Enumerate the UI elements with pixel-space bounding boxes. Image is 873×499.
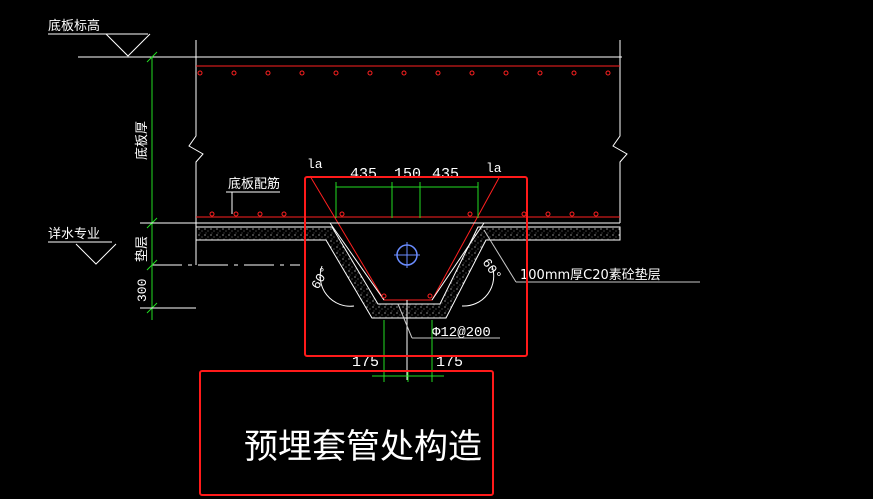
rebar-dot [605,70,611,76]
angle-arc-right [461,265,495,307]
rebar-dot [257,211,263,217]
slab-bottom-rebar-callout: 底板配筋 [226,176,280,214]
slab-thickness-label: 底板厚 [134,121,150,160]
dim-175-right: 175 [436,354,463,371]
rebar-spec-label: Φ12@200 [432,325,491,341]
angle-left-label: 60° [308,264,333,292]
rebar-dot [503,70,509,76]
rebar-dot [521,211,527,217]
angle-arc-left [319,265,355,307]
rebar-dot [401,70,407,76]
rebar-dot [233,211,239,217]
rebar-dot [265,70,271,76]
rebar-dot [231,70,237,76]
dim-150: 150 [394,166,421,183]
dim-435-left: 435 [350,166,377,183]
rebar-dot [435,70,441,76]
highlight-box-detail [304,176,528,357]
depth-300-label: 300 [135,279,150,302]
slab-bottom-rebar-label: 底板配筋 [228,176,280,192]
cushion-label: 垫层 [134,236,150,262]
highlight-box-title [199,370,494,496]
rebar-dot [537,70,543,76]
sleeve-pipe [394,242,420,268]
rebar-dot [333,70,339,76]
left-vertical-dimensions [140,51,196,320]
rebar-dot [367,70,373,76]
rebar-dot [281,211,287,217]
rebar-dot [571,70,577,76]
rebar-dot [209,211,215,217]
drainage-elevation-marker: 详水专业 [48,227,117,265]
slab-top-elevation-label: 底板标高 [48,18,100,34]
la-left-label: la [307,157,323,172]
rebar-dot [197,70,203,76]
rebar-spec-callout: Φ12@200 [397,303,500,341]
dim-175-left: 175 [352,354,379,371]
rebar-dot [299,70,305,76]
rebar-dot [569,211,575,217]
rebar-dot [545,211,551,217]
top-dimension-string [335,182,479,218]
bottom-rebar-dots [209,211,599,217]
cushion-layer [152,226,621,319]
slab-top-elevation-marker: 底板标高 [48,18,622,58]
rebar-dot [469,70,475,76]
slab-outline [188,40,628,265]
cushion-note-label: 100mm厚C20素砼垫层 [520,267,661,283]
drainage-label: 详水专业 [48,227,100,242]
pit-rebar [309,175,501,301]
dim-435-right: 435 [432,166,459,183]
rebar-dot [593,211,599,217]
top-rebar-dots [197,70,611,76]
la-right-label: la [486,161,502,176]
detail-title: 预埋套管处构造 [244,427,482,467]
cushion-note-callout: 100mm厚C20素砼垫层 [483,229,700,283]
angle-right-label: 60° [479,256,505,284]
